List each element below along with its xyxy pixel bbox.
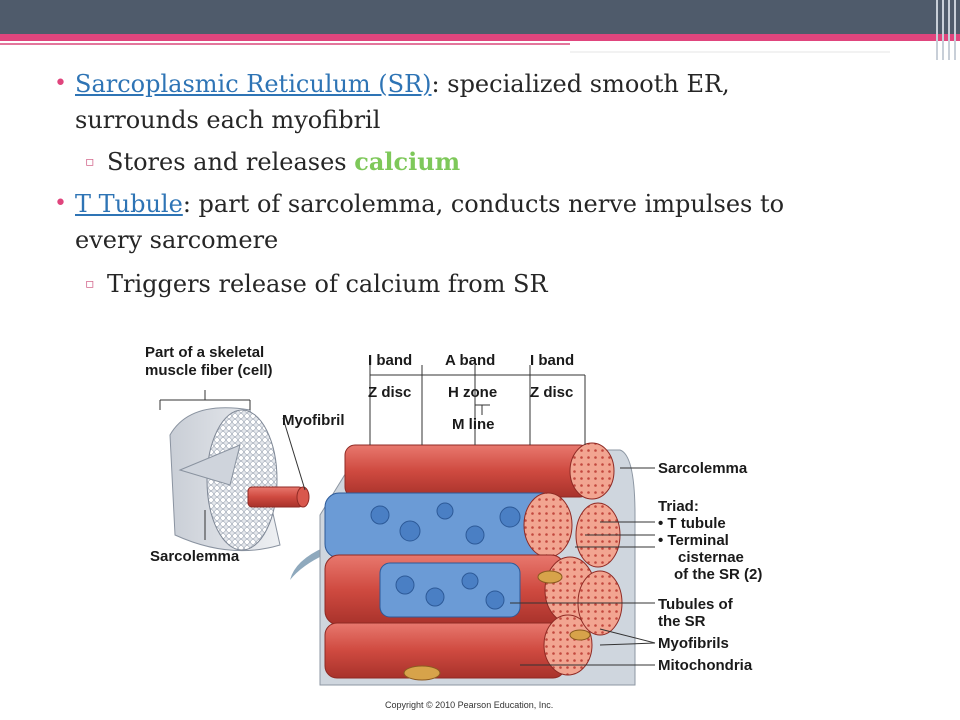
label-tubules-of: Tubules of — [658, 596, 734, 613]
term-colon: : — [431, 70, 440, 98]
header-white-line — [570, 43, 960, 46]
bullet2-text-line1: part of sarcolemma, conducts nerve impul… — [190, 190, 785, 218]
square-bullet-icon: ▫ — [85, 154, 95, 170]
label-of-the-sr: of the SR (2) — [674, 566, 762, 583]
calcium-highlight: calcium — [354, 147, 461, 176]
subbullet-stores-calcium: ▫ Stores and releases calcium — [85, 144, 461, 180]
label-h-zone: H zone — [448, 384, 497, 401]
label-t-tubule: • T tubule — [658, 515, 726, 532]
label-a-band: A band — [445, 352, 495, 369]
label-terminal: • Terminal — [658, 532, 729, 549]
bullet-sarcoplasmic-reticulum: • Sarcoplasmic Reticulum (SR): specializ… — [54, 66, 895, 138]
label-triad: Triad: — [658, 498, 699, 515]
label-part-of-fiber-2: muscle fiber (cell) — [145, 362, 273, 379]
label-m-line: M line — [452, 416, 495, 433]
header-thin-stripe — [0, 43, 780, 45]
bullet1-text-line2: surrounds each myofibril — [75, 106, 381, 134]
muscle-fiber-diagram: Part of a skeletal muscle fiber (cell) M… — [130, 335, 830, 713]
bullet2-text-line2: every sarcomere — [75, 226, 279, 254]
term-colon: : — [182, 190, 191, 218]
label-myofibrils: Myofibrils — [658, 635, 729, 652]
label-part-of-fiber-1: Part of a skeletal — [145, 344, 264, 361]
bullet1-text-line1: specialized smooth ER, — [439, 70, 730, 98]
term-t-tubule-link[interactable]: T Tubule — [75, 190, 183, 218]
sub2-text: Triggers release of calcium from SR — [107, 270, 548, 298]
label-z-disc-2: Z disc — [530, 384, 573, 401]
square-bullet-icon: ▫ — [85, 276, 95, 292]
bullet-t-tubule: • T Tubule: part of sarcolemma, conducts… — [54, 186, 895, 258]
header-accent-stripe — [0, 34, 960, 41]
sub1-text: Stores and releases — [107, 148, 355, 176]
copyright-notice: Copyright © 2010 Pearson Education, Inc. — [385, 700, 554, 710]
label-the-sr: the SR — [658, 613, 706, 630]
label-myofibril: Myofibril — [282, 412, 345, 429]
mitochondria-shapes — [403, 570, 591, 681]
label-z-disc-1: Z disc — [368, 384, 411, 401]
header-edge-lines — [932, 0, 960, 60]
label-mitochondria: Mitochondria — [658, 657, 753, 674]
label-cisternae: cisternae — [678, 549, 744, 566]
muscle-fiber-illustration: Part of a skeletal muscle fiber (cell) M… — [145, 344, 762, 686]
subbullet-triggers-release: ▫ Triggers release of calcium from SR — [85, 266, 548, 302]
muscle-fiber-cross-section — [169, 407, 342, 580]
bullet-dot-icon: • — [54, 71, 67, 96]
header-white-line-2 — [570, 51, 890, 53]
label-i-band-2: I band — [530, 352, 574, 369]
bullet-dot-icon: • — [54, 191, 67, 216]
label-sarcolemma-left: Sarcolemma — [150, 548, 240, 565]
label-i-band-1: I band — [368, 352, 412, 369]
slide-header-bar — [0, 0, 960, 34]
label-sarcolemma-right: Sarcolemma — [658, 460, 748, 477]
term-sarcoplasmic-reticulum-link[interactable]: Sarcoplasmic Reticulum (SR) — [75, 70, 432, 98]
